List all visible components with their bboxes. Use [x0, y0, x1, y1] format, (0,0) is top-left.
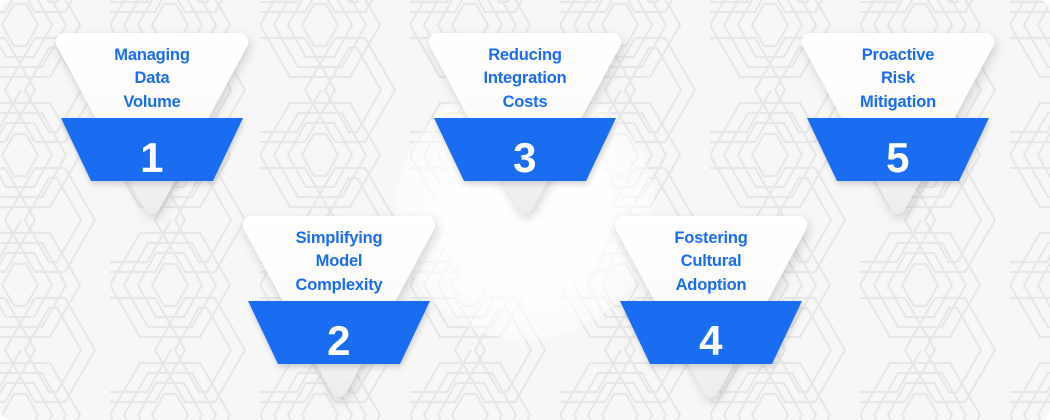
ribbon-band-1	[61, 118, 243, 181]
ribbon-band-3	[434, 118, 616, 181]
ribbon-band-5	[807, 118, 989, 181]
funnel-item-1[interactable]: Managing Data Volume 1	[52, 30, 252, 226]
funnel-item-4[interactable]: Fostering Cultural Adoption 4	[611, 213, 811, 409]
ribbon-shape-4	[620, 301, 802, 381]
funnel-item-2[interactable]: Simplifying Model Complexity 2	[239, 213, 439, 409]
funnel-item-5[interactable]: Proactive Risk Mitigation 5	[798, 30, 998, 226]
ribbon-shape-5	[807, 118, 989, 198]
ribbon-shape-2	[248, 301, 430, 381]
ribbon-band-4	[620, 301, 802, 364]
ribbon-shape-1	[61, 118, 243, 198]
funnel-item-3[interactable]: Reducing Integration Costs 3	[425, 30, 625, 226]
ribbon-band-2	[248, 301, 430, 364]
ribbon-shape-3	[434, 118, 616, 198]
